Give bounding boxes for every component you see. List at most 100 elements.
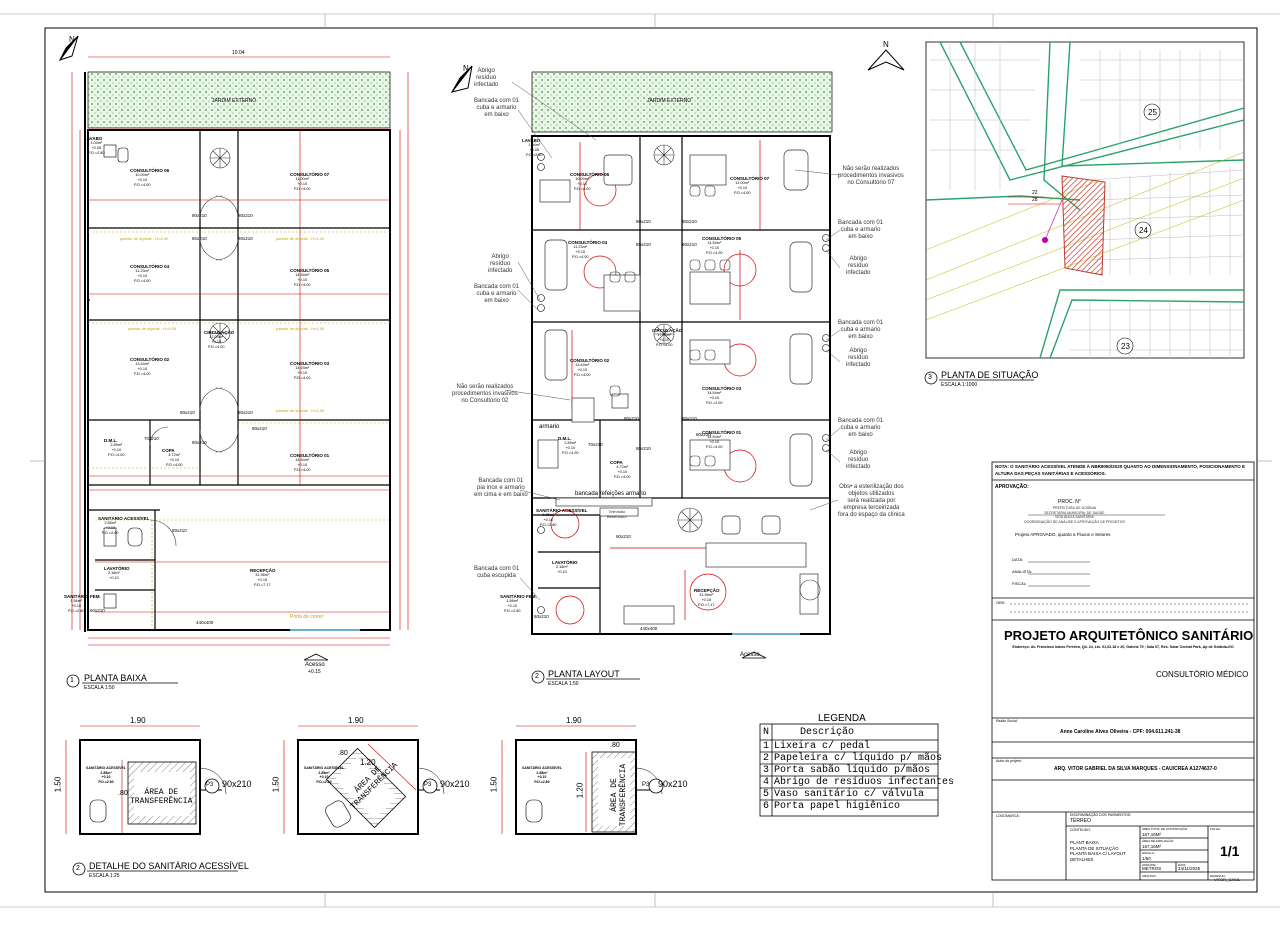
- north-label: N: [69, 35, 75, 44]
- planta-situacao-map: [925, 41, 1245, 359]
- door-tag: 70x210: [588, 442, 603, 447]
- room-label: CONSULTÓRIO 05: [702, 236, 742, 241]
- legend-row-desc: Porta papel higiênico: [774, 801, 901, 812]
- acesso-label: Acesso: [740, 652, 760, 658]
- aprovado-text: Projeto APROVADO, quanto a Fluxos e Seto…: [1015, 532, 1111, 537]
- layout-note-left: Bancada com 01 pia inox e armario em cim…: [474, 478, 528, 498]
- detail-room-label: SANITÁRIO ACESSÍVEL 2.85m² +0.10 P.D.=2.…: [304, 766, 344, 784]
- drywall-label: parede de drywall - H=4,00: [276, 236, 325, 241]
- door-tag: 80x210: [238, 213, 253, 218]
- block-number: 23: [1121, 342, 1130, 351]
- north-arrow-icon: [58, 35, 905, 93]
- door-tag: 80x210: [252, 426, 267, 431]
- drywall-label: parede de drywall - H=4,00: [120, 236, 169, 241]
- planta-baixa-plan: [71, 56, 409, 661]
- data-label: DATA:: [1012, 557, 1024, 562]
- room-info: 11.23m² +0.10 P.D.=4.00: [572, 245, 589, 259]
- detail-height-dim: 1.50: [53, 776, 63, 793]
- detail-door-tag: P3: [206, 782, 214, 788]
- drawing-number: 2: [535, 673, 539, 680]
- autor-label: Autor do projeto:: [996, 759, 1022, 763]
- room-label: RECEPÇÃO: [250, 568, 276, 573]
- room-info: 10.00m² +0.10 P.D.=4.00: [134, 173, 151, 187]
- conteudo-label: CONTEÚDO:: [1070, 828, 1091, 832]
- door-tag: 60x210: [534, 614, 549, 619]
- title-block-frame: [991, 461, 1255, 881]
- televisao-label: Televisão Bebedouro: [607, 509, 627, 519]
- detail-room-label: SANITÁRIO ACESSÍVEL 2.85m² +0.10 P.D.=2.…: [86, 766, 126, 784]
- legend-row-number: 2: [763, 753, 770, 764]
- data-sheet-value: 24/11/2025: [1178, 866, 1201, 871]
- block-number: 24: [1139, 226, 1148, 235]
- room-label: CONSULTÓRIO 03: [290, 361, 330, 366]
- autor-projeto: ARQ. VITOR GABRIEL DA SILVA MARQUES - CA…: [1054, 766, 1217, 772]
- door-tag: 80x210: [682, 219, 697, 224]
- door-tag: 440x400: [196, 620, 214, 625]
- legend-row-desc: Papeleira c/ líquido p/ mãos: [774, 753, 943, 764]
- area-ampl-label: ÁREA DE AMPLIAÇÃO:: [1142, 839, 1175, 843]
- escala-value: 1/50: [1142, 856, 1151, 861]
- consultorio-title: CONSULTÓRIO MÉDICO: [1156, 670, 1249, 679]
- unidade-label: UNIDADE:: [1142, 863, 1157, 867]
- room-info: 14.54m² +0.10 P.D.=4.00: [706, 391, 723, 405]
- room-info: 13.44m² +0.10 P.D.=4.00: [134, 362, 151, 376]
- folha-value: 1/1: [1220, 843, 1240, 859]
- room-info: 2.16m² +0.10: [556, 565, 568, 574]
- room-label: CIRCULAÇÃO: [652, 328, 683, 333]
- drawing-scale: ESCALA 1:50: [548, 681, 579, 687]
- desenho-label: DESENHO:: [1210, 874, 1226, 878]
- legend-row-number: 4: [763, 777, 770, 788]
- door-tag: 80x210: [624, 416, 639, 421]
- escala-label: ESCALA:: [1142, 851, 1155, 855]
- room-label: CONSULTÓRIO 04: [568, 240, 608, 245]
- detail-door-size: 90x210: [658, 779, 688, 789]
- room-label: LAVATÓRIO: [104, 566, 130, 571]
- logomarca-label: LOGOMARCA:: [996, 814, 1020, 818]
- legend-row-desc: Lixeira c/ pedal: [774, 741, 871, 752]
- room-info: 14.54m² +0.10 P.D.=4.00: [706, 435, 723, 449]
- drawing-number: 3: [928, 374, 932, 381]
- drawing-scale: ESCALA 1:25: [89, 873, 120, 879]
- detail-sub-dim: .80: [338, 750, 348, 757]
- layout-note-left: Abrigo resíduo infectado: [488, 254, 513, 274]
- drawing-title: PLANTA LAYOUT: [548, 669, 620, 679]
- room-label: SANITÁRIO FEM.: [64, 594, 101, 599]
- detail-width-dim: 1.90: [348, 716, 364, 725]
- drawing-title: DETALHE DO SANITÁRIO ACESSÍVEL: [89, 861, 249, 871]
- transfer-area-label: ÁREA DE TRANSFERÊNCIA: [130, 788, 193, 806]
- area-total-value: 167,16M²: [1142, 832, 1162, 837]
- room-info: 14.54m² +0.10 P.D.=4.00: [294, 458, 311, 472]
- room-label: LAVATÓRIO: [552, 560, 578, 565]
- detail-sub-dim: 1.20: [360, 758, 376, 767]
- drawing-scale: ESCALA 1:1000: [941, 382, 978, 388]
- data-sheet-label: DATA:: [1178, 863, 1187, 867]
- detail-sub-dim: .80: [610, 742, 620, 749]
- proc-label: PROC. N°: [1058, 499, 1081, 505]
- room-info: 14.54m² +0.10 P.D.=4.00: [294, 366, 311, 380]
- pavimento-label: DISCRIMINAÇÃO DOS PAVIMENTOS:: [1070, 813, 1132, 817]
- room-label: CONSULTÓRIO 07: [290, 172, 330, 177]
- room-label: CONSULTÓRIO 03: [702, 386, 742, 391]
- room-label: CONSULTÓRIO 07: [730, 176, 770, 181]
- endereco-text: Endereço: Av. Francisco Inácio Ferreira,…: [1012, 645, 1234, 649]
- room-label: SANITÁRIO FEM.: [500, 594, 537, 599]
- door-tag: 80x210: [636, 219, 651, 224]
- room-info: 11.23m² +0.10 P.D.=4.00: [134, 269, 151, 283]
- room-label: CONSULTÓRIO 02: [570, 358, 610, 363]
- detail-door-size: 90x210: [222, 779, 252, 789]
- room-info: 1.04m² +0.05 P.D.=2.80: [526, 143, 543, 157]
- detail-height-dim: 1.50: [489, 776, 499, 793]
- pavimento-value: TÉRREO: [1070, 818, 1091, 824]
- drawing-number: 1: [70, 677, 74, 684]
- room-info: 31.96m² +0.15 P.D.=7.17: [698, 593, 715, 607]
- door-tag: 80x210: [636, 242, 651, 247]
- jardim-externo-label: JARDIM EXTERNO: [647, 98, 692, 104]
- room-label: CONSULTÓRIO 05: [290, 268, 330, 273]
- detail-width-dim: 1.90: [566, 716, 582, 725]
- detail-sub-dim: .80: [118, 790, 128, 797]
- room-label: CONSULTÓRIO 06: [570, 172, 610, 177]
- overall-width-dim: 10.04: [232, 50, 245, 56]
- layout-note-right: Abrigo resíduo infectado: [846, 256, 871, 276]
- door-tag: 80x210: [192, 213, 207, 218]
- legend-col-n: N: [763, 727, 770, 738]
